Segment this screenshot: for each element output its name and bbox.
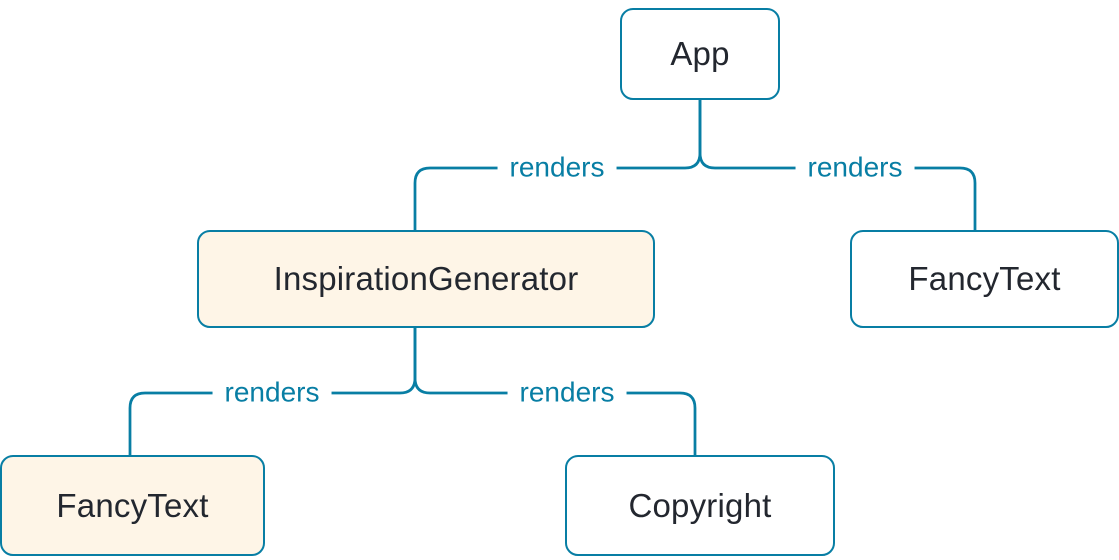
node-app: App — [620, 8, 780, 100]
node-inspiration-generator: InspirationGenerator — [197, 230, 655, 328]
edge-label-renders-inspirationgenerator-copyright: renders — [507, 376, 627, 410]
node-fancy-text-right-label: FancyText — [908, 260, 1061, 297]
node-copyright-label: Copyright — [628, 486, 772, 524]
node-inspiration-generator-label: InspirationGenerator — [273, 260, 579, 297]
node-fancy-text-right: FancyText — [850, 230, 1119, 328]
node-copyright: Copyright — [565, 455, 835, 556]
edge-label-renders-inspirationgenerator-fancytext: renders — [212, 376, 332, 410]
node-app-label: App — [670, 35, 730, 72]
node-fancy-text-left: FancyText — [0, 455, 265, 556]
edge-label-renders-app-inspirationgenerator: renders — [497, 151, 617, 185]
edge-label-renders-app-fancytext: renders — [795, 151, 915, 185]
node-fancy-text-left-label: FancyText — [56, 486, 209, 524]
